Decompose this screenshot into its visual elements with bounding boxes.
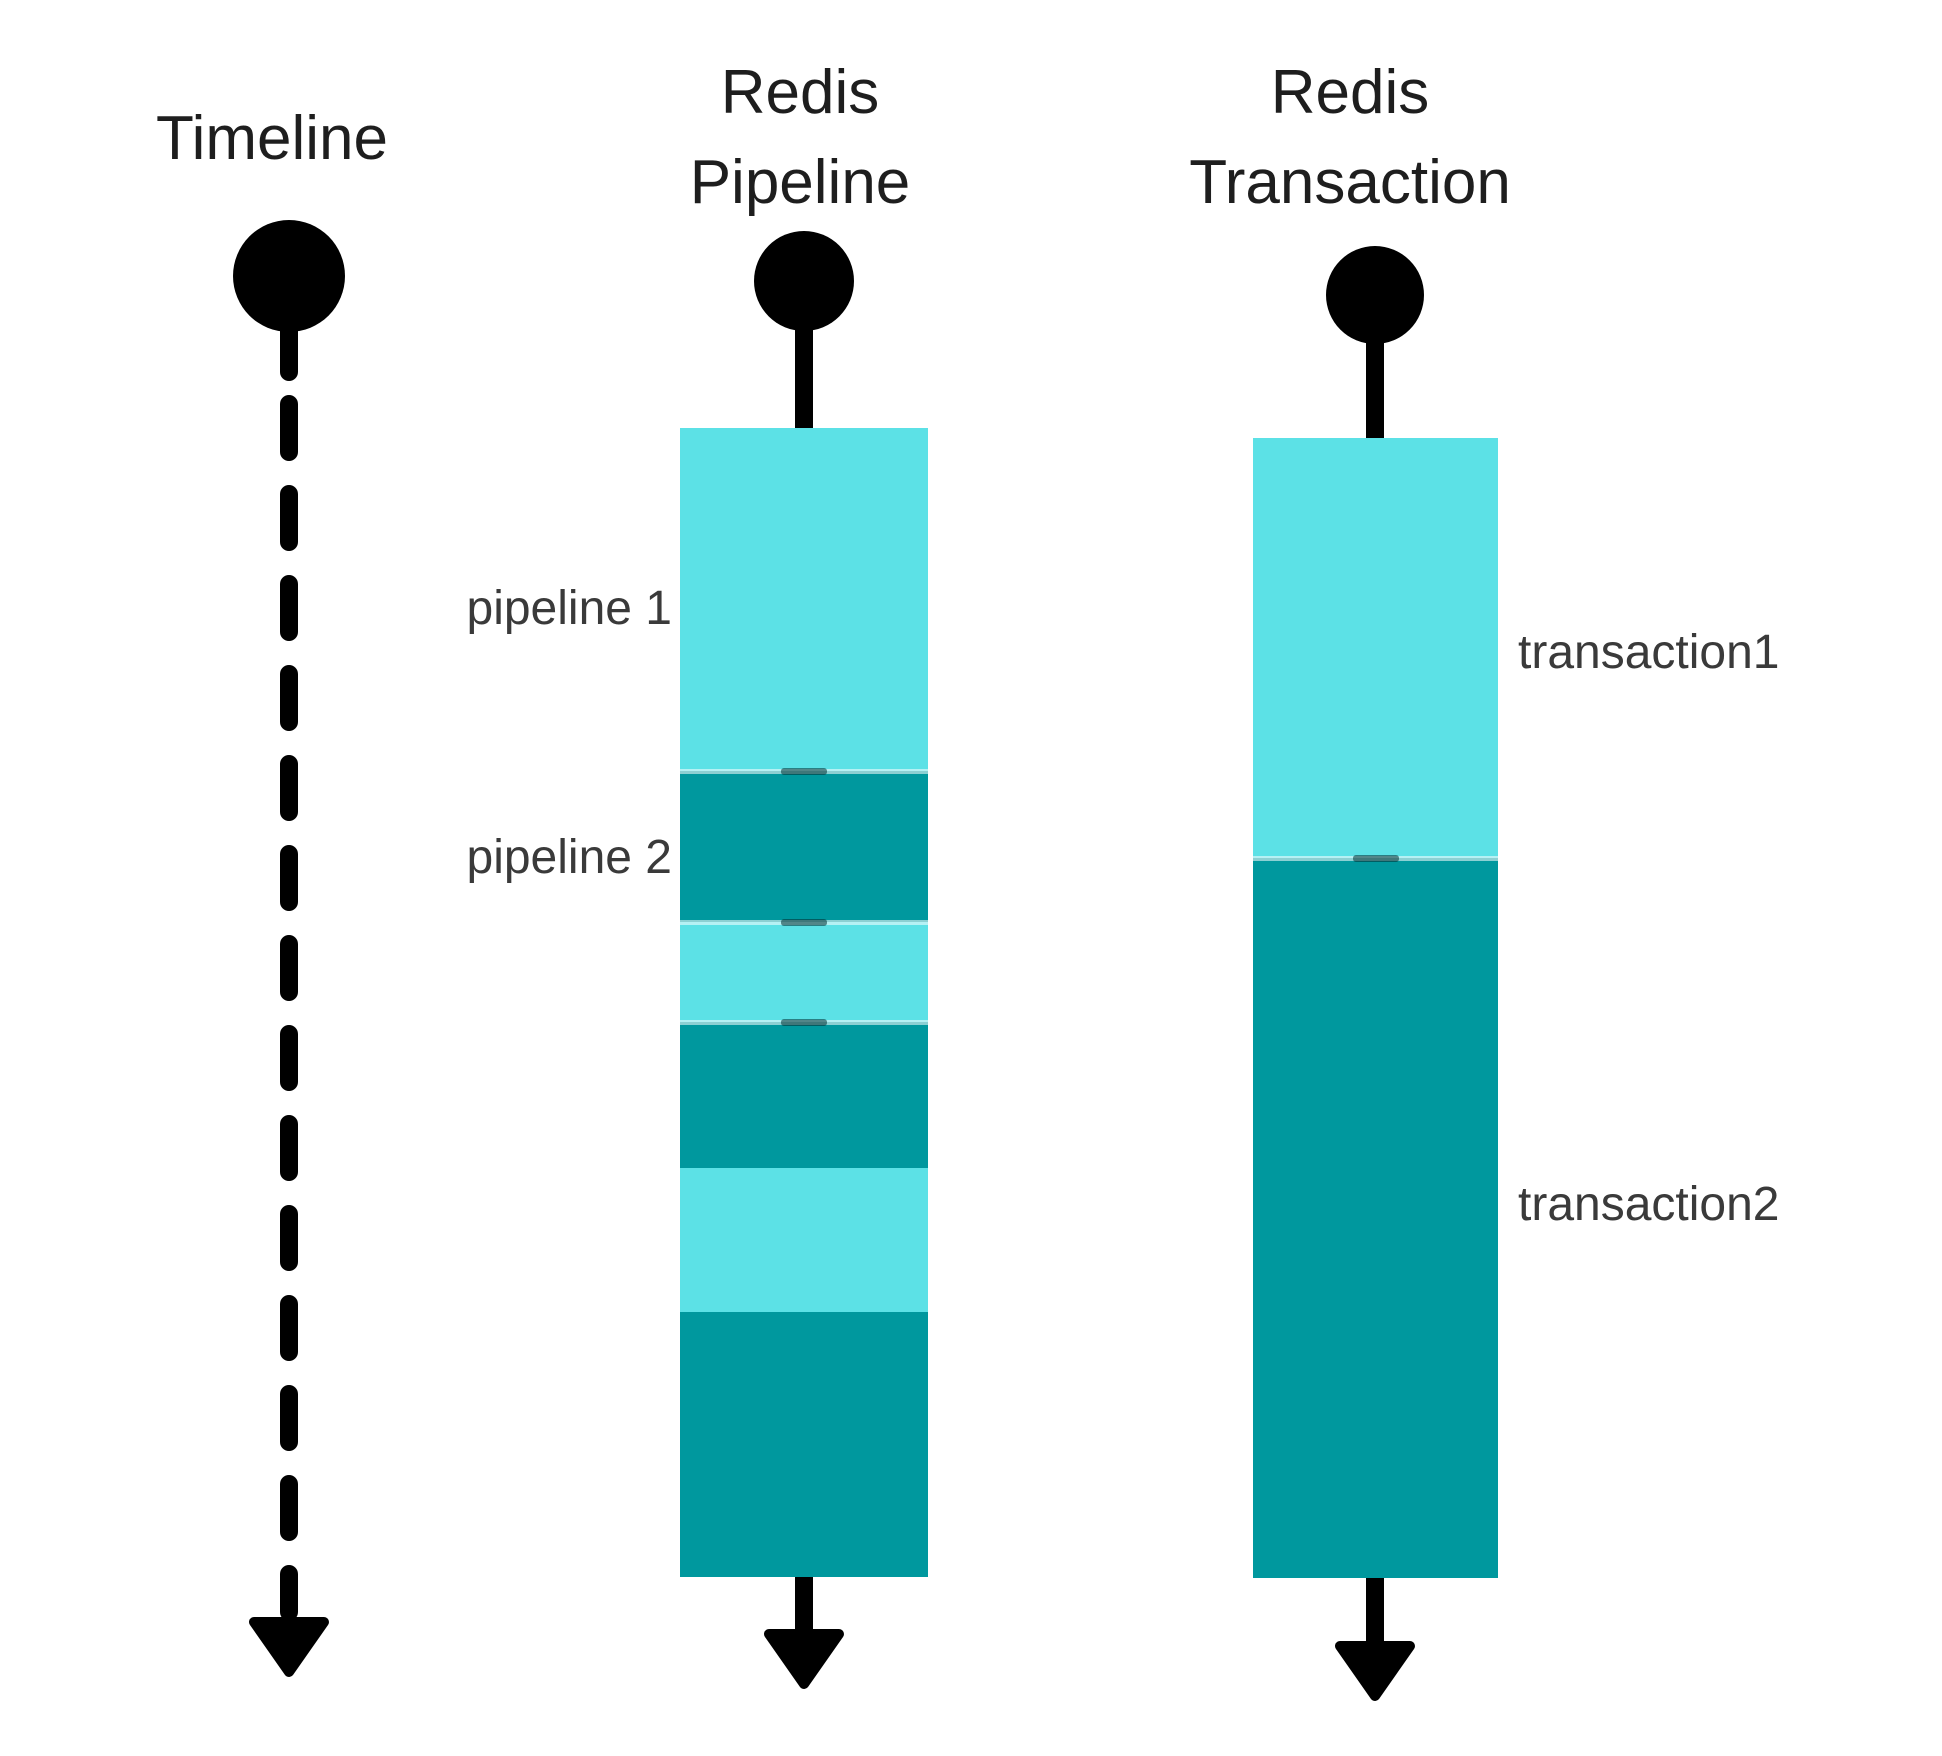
pipeline-down-arrow-icon	[764, 1629, 844, 1689]
separator-notch-icon	[781, 768, 827, 775]
pipeline-bar-segment-5-light	[680, 1168, 928, 1312]
pipeline-segment-separator	[680, 919, 928, 926]
timeline-axis	[233, 220, 345, 1677]
timeline-start-dot-icon	[233, 220, 345, 332]
transaction-bar	[1253, 438, 1498, 1578]
transaction-1-label: transaction1	[1518, 626, 1780, 679]
pipeline-segment-separator	[680, 768, 928, 775]
transaction-down-arrow-icon	[1335, 1641, 1415, 1701]
transaction-title-line1: Redis	[1270, 58, 1430, 127]
pipeline-bar	[680, 428, 928, 1577]
pipeline-title: Redis Pipeline	[580, 48, 1020, 228]
pipeline-bar-segment-1-light	[680, 428, 928, 771]
transaction-segment-separator	[1253, 855, 1498, 862]
separator-notch-icon	[781, 919, 827, 926]
timeline-title: Timeline	[156, 104, 388, 173]
pipeline-1-label: pipeline 1	[466, 582, 673, 635]
pipeline-bar-segment-4-dark	[680, 1022, 928, 1168]
pipeline-bar-segment-2-dark	[680, 771, 928, 922]
pipeline-segment-separator	[680, 1019, 928, 1026]
transaction-bar-segment-2-dark	[1253, 858, 1498, 1578]
transaction-title-line2: Transaction	[1189, 148, 1511, 217]
pipeline-title-line1: Redis	[720, 58, 880, 127]
transaction-title: Redis Transaction	[1150, 48, 1550, 228]
transaction-start-dot-icon	[1326, 246, 1424, 344]
transaction-2-label: transaction2	[1518, 1178, 1780, 1231]
pipeline-bar-segment-3-light	[680, 922, 928, 1022]
pipeline-2-label: pipeline 2	[466, 831, 673, 884]
transaction-bar-segment-1-light	[1253, 438, 1498, 858]
separator-notch-icon	[781, 1019, 827, 1026]
pipeline-start-dot-icon	[754, 231, 854, 331]
timeline-down-arrow-icon	[249, 1617, 329, 1677]
pipeline-title-line2: Pipeline	[689, 148, 911, 217]
pipeline-bar-segment-6-dark	[680, 1312, 928, 1577]
separator-notch-icon	[1352, 855, 1399, 862]
